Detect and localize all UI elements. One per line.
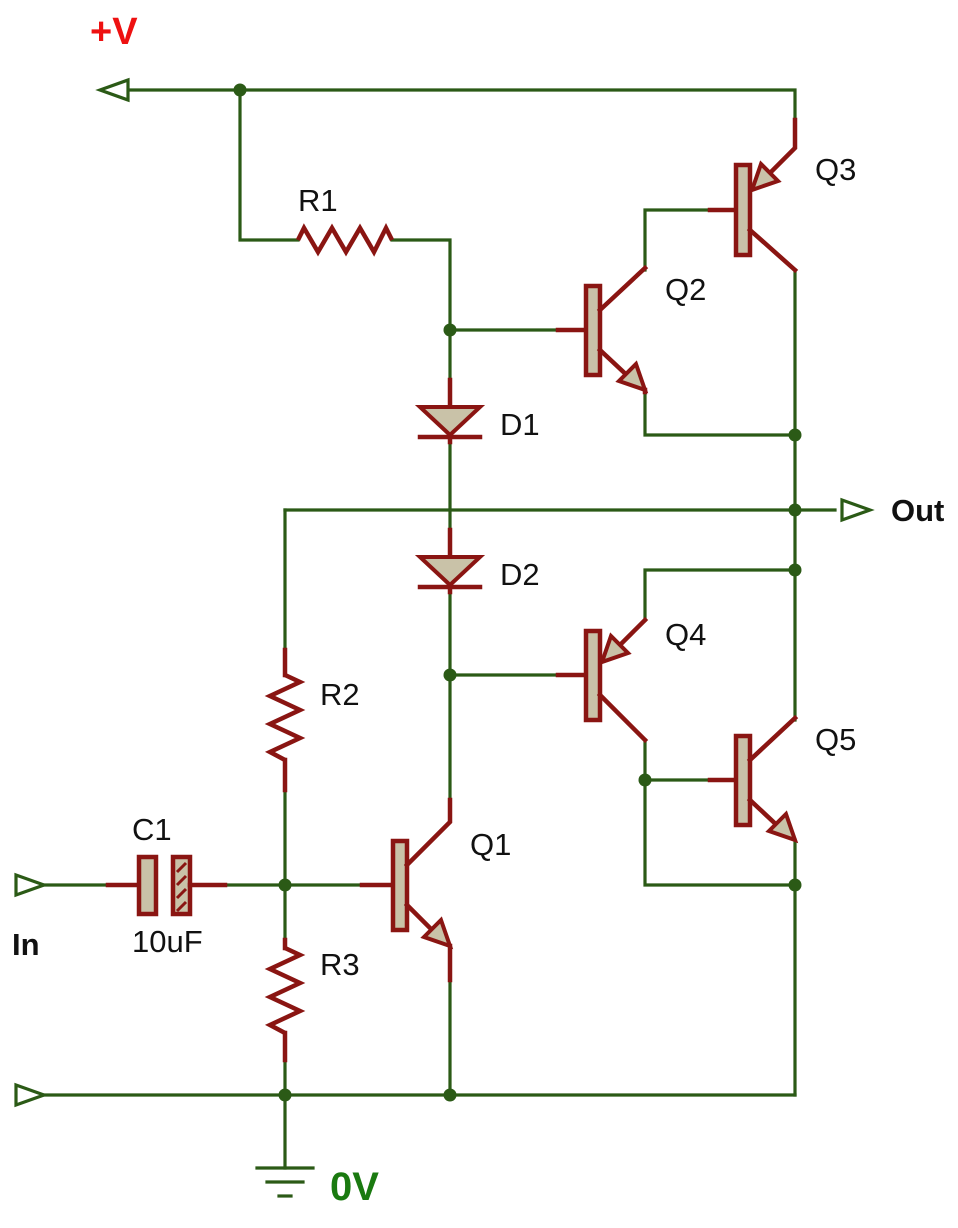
q2-label: Q2: [665, 272, 706, 307]
resistor-r1: [295, 222, 395, 257]
transistor-q3: [707, 117, 799, 274]
diode-d1: [414, 377, 486, 445]
ground-input-terminal: [14, 1082, 49, 1108]
input-label: In: [12, 927, 40, 962]
q1-label: Q1: [470, 827, 511, 862]
r3-label: R3: [320, 947, 360, 982]
q4-label: Q4: [665, 617, 706, 652]
ground-label: 0V: [330, 1165, 379, 1209]
junction-dot: [788, 503, 802, 517]
transistor-q2: [555, 264, 649, 395]
junction-dot: [443, 323, 457, 337]
ground-icon: [255, 1166, 315, 1198]
junction-dots: [233, 83, 802, 1102]
input-terminal: [14, 872, 49, 898]
r2-label: R2: [320, 677, 360, 712]
junction-dot: [788, 878, 802, 892]
r1-label: R1: [298, 183, 338, 218]
wires: [43, 88, 837, 1170]
d1-label: D1: [500, 407, 540, 442]
junction-dot: [788, 428, 802, 442]
resistor-r2: [264, 647, 306, 793]
output-label: Out: [891, 493, 944, 528]
q5-label: Q5: [815, 722, 856, 757]
junction-dot: [443, 1088, 457, 1102]
junction-dot: [788, 563, 802, 577]
diode-d2: [414, 527, 486, 595]
q3-label: Q3: [815, 152, 856, 187]
junction-dot: [638, 773, 652, 787]
junction-dot: [233, 83, 247, 97]
resistor-r3: [264, 937, 306, 1063]
transistor-q1: [359, 797, 454, 983]
junction-dot: [278, 878, 292, 892]
transistor-q4: [555, 616, 649, 744]
d2-label: D2: [500, 557, 540, 592]
c1-label: C1: [132, 812, 172, 847]
output-terminal: [840, 497, 875, 523]
junction-dot: [443, 668, 457, 682]
transistor-q5: [707, 714, 799, 844]
junction-dot: [278, 1088, 292, 1102]
c1-value-label: 10uF: [132, 924, 203, 959]
supply-label: +V: [90, 11, 138, 53]
capacitor-c1: [105, 854, 228, 917]
supply-terminal: [95, 77, 130, 103]
